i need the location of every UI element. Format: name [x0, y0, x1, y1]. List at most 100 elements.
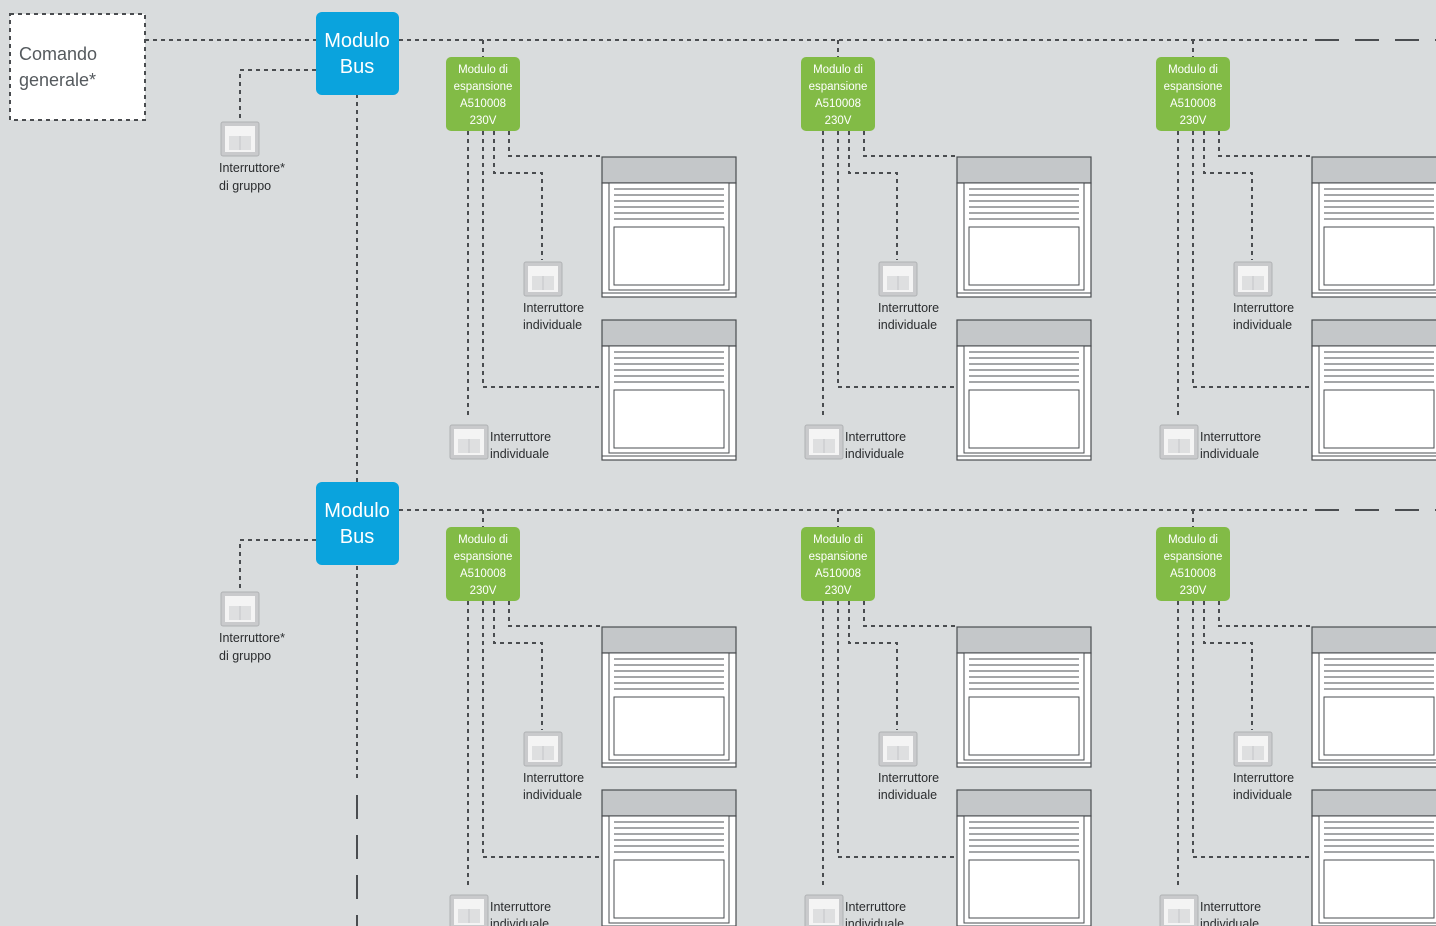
shutter-window-upper: [601, 156, 737, 298]
individual-switch-label-line: individuale: [1200, 917, 1259, 926]
window-pane: [613, 859, 725, 919]
group-switch-label-line: Interruttore*: [219, 161, 285, 175]
shutter-line-top: [1218, 131, 1312, 157]
expansion-module-label: 230V: [825, 115, 852, 127]
shutter-box: [1311, 319, 1436, 347]
shutter-line-bottom: [1192, 601, 1312, 858]
individual-switch-label-line: individuale: [490, 917, 549, 926]
individual-switch-icon: [523, 261, 563, 297]
shutter-box: [956, 626, 1092, 654]
switch-line-top: [848, 131, 898, 260]
shutter-window-upper: [956, 156, 1092, 298]
expansion-module-label: Modulo di: [813, 64, 863, 76]
expansion-module-label: Modulo di: [458, 64, 508, 76]
expansion-module-label: espansione: [1164, 81, 1223, 93]
group-switch-line: [239, 539, 316, 592]
individual-switch-icon: [804, 424, 844, 460]
switch-line-top: [848, 601, 898, 730]
individual-switch-label: Interruttore individuale: [1200, 900, 1261, 926]
shutter-box: [1311, 789, 1436, 817]
window-pane: [968, 696, 1080, 756]
shutter-line-bottom: [482, 131, 602, 388]
expansion-module-label: Modulo di: [1168, 64, 1218, 76]
shutter-box: [1311, 156, 1436, 184]
individual-switch-icon: [804, 894, 844, 926]
individual-switch-label-line: Interruttore: [1200, 900, 1261, 914]
general-command-label: generale*: [19, 70, 96, 90]
shutter-line-top: [508, 601, 602, 627]
bus-module-label: Bus: [340, 56, 374, 78]
shutter-line-top: [863, 131, 957, 157]
window-pane: [968, 859, 1080, 919]
group-switch-label-line: Interruttore*: [219, 631, 285, 645]
shutter-box: [601, 789, 737, 817]
individual-switch-icon: [1159, 894, 1199, 926]
window-pane: [1323, 859, 1435, 919]
individual-switch-label-line: individuale: [845, 917, 904, 926]
individual-switch-label-line: Interruttore: [490, 900, 551, 914]
bus-module-label: Modulo: [324, 500, 390, 522]
group-switch-label: Interruttore*di gruppo: [219, 161, 285, 193]
individual-switch-label-line: Interruttore: [878, 301, 939, 315]
shutter-window-lower: [601, 319, 737, 461]
shutter-window-lower: [1311, 319, 1436, 461]
individual-switch-label-line: individuale: [1233, 788, 1292, 802]
individual-switch-label-line: individuale: [523, 788, 582, 802]
window-pane: [613, 226, 725, 286]
shutter-window-lower: [956, 319, 1092, 461]
bus-module-label: Modulo: [324, 30, 390, 52]
window-pane: [968, 226, 1080, 286]
shutter-box: [956, 789, 1092, 817]
expansion-module-label: A510008: [1170, 568, 1216, 580]
window-pane: [1323, 389, 1435, 449]
expansion-module-label: espansione: [809, 81, 868, 93]
individual-switch-icon: [878, 731, 918, 767]
shutter-box: [956, 319, 1092, 347]
expansion-module-label: espansione: [809, 551, 868, 563]
wiring-lines: [145, 39, 1436, 926]
expansion-module-label: Modulo di: [813, 534, 863, 546]
group-switch-icon: [220, 121, 260, 157]
switch-line-top: [493, 601, 543, 730]
expansion-module-label: espansione: [1164, 551, 1223, 563]
expansion-module-label: A510008: [460, 568, 506, 580]
shutter-line-bottom: [837, 601, 957, 858]
individual-switch-icon: [1233, 731, 1273, 767]
diagram-nodes: Comandogenerale*ModuloBusInterruttore*di…: [9, 12, 1436, 926]
individual-switch-label-line: Interruttore: [1233, 301, 1294, 315]
group-switch-icon: [220, 591, 260, 627]
shutter-box: [601, 319, 737, 347]
expansion-module-label: A510008: [1170, 98, 1216, 110]
group-switch-line: [239, 69, 316, 122]
individual-switch-label-line: individuale: [878, 318, 937, 332]
shutter-line-bottom: [1192, 131, 1312, 388]
expansion-module-label: 230V: [470, 585, 497, 597]
shutter-window-lower: [601, 789, 737, 926]
individual-switch-icon: [878, 261, 918, 297]
shutter-box: [601, 156, 737, 184]
group-switch-label-line: di gruppo: [219, 649, 271, 663]
individual-switch-label-line: individuale: [878, 788, 937, 802]
individual-switch-label-line: Interruttore: [523, 301, 584, 315]
expansion-module-label: espansione: [454, 81, 513, 93]
shutter-box: [601, 626, 737, 654]
window-pane: [1323, 696, 1435, 756]
expansion-module-label: A510008: [815, 568, 861, 580]
general-command-box: Comando generale*: [9, 13, 146, 121]
expansion-module-label: A510008: [460, 98, 506, 110]
shutter-line-top: [863, 601, 957, 627]
individual-switch-label-line: Interruttore: [1200, 430, 1261, 444]
general-command-label: Comando: [19, 44, 97, 64]
window-pane: [1323, 226, 1435, 286]
